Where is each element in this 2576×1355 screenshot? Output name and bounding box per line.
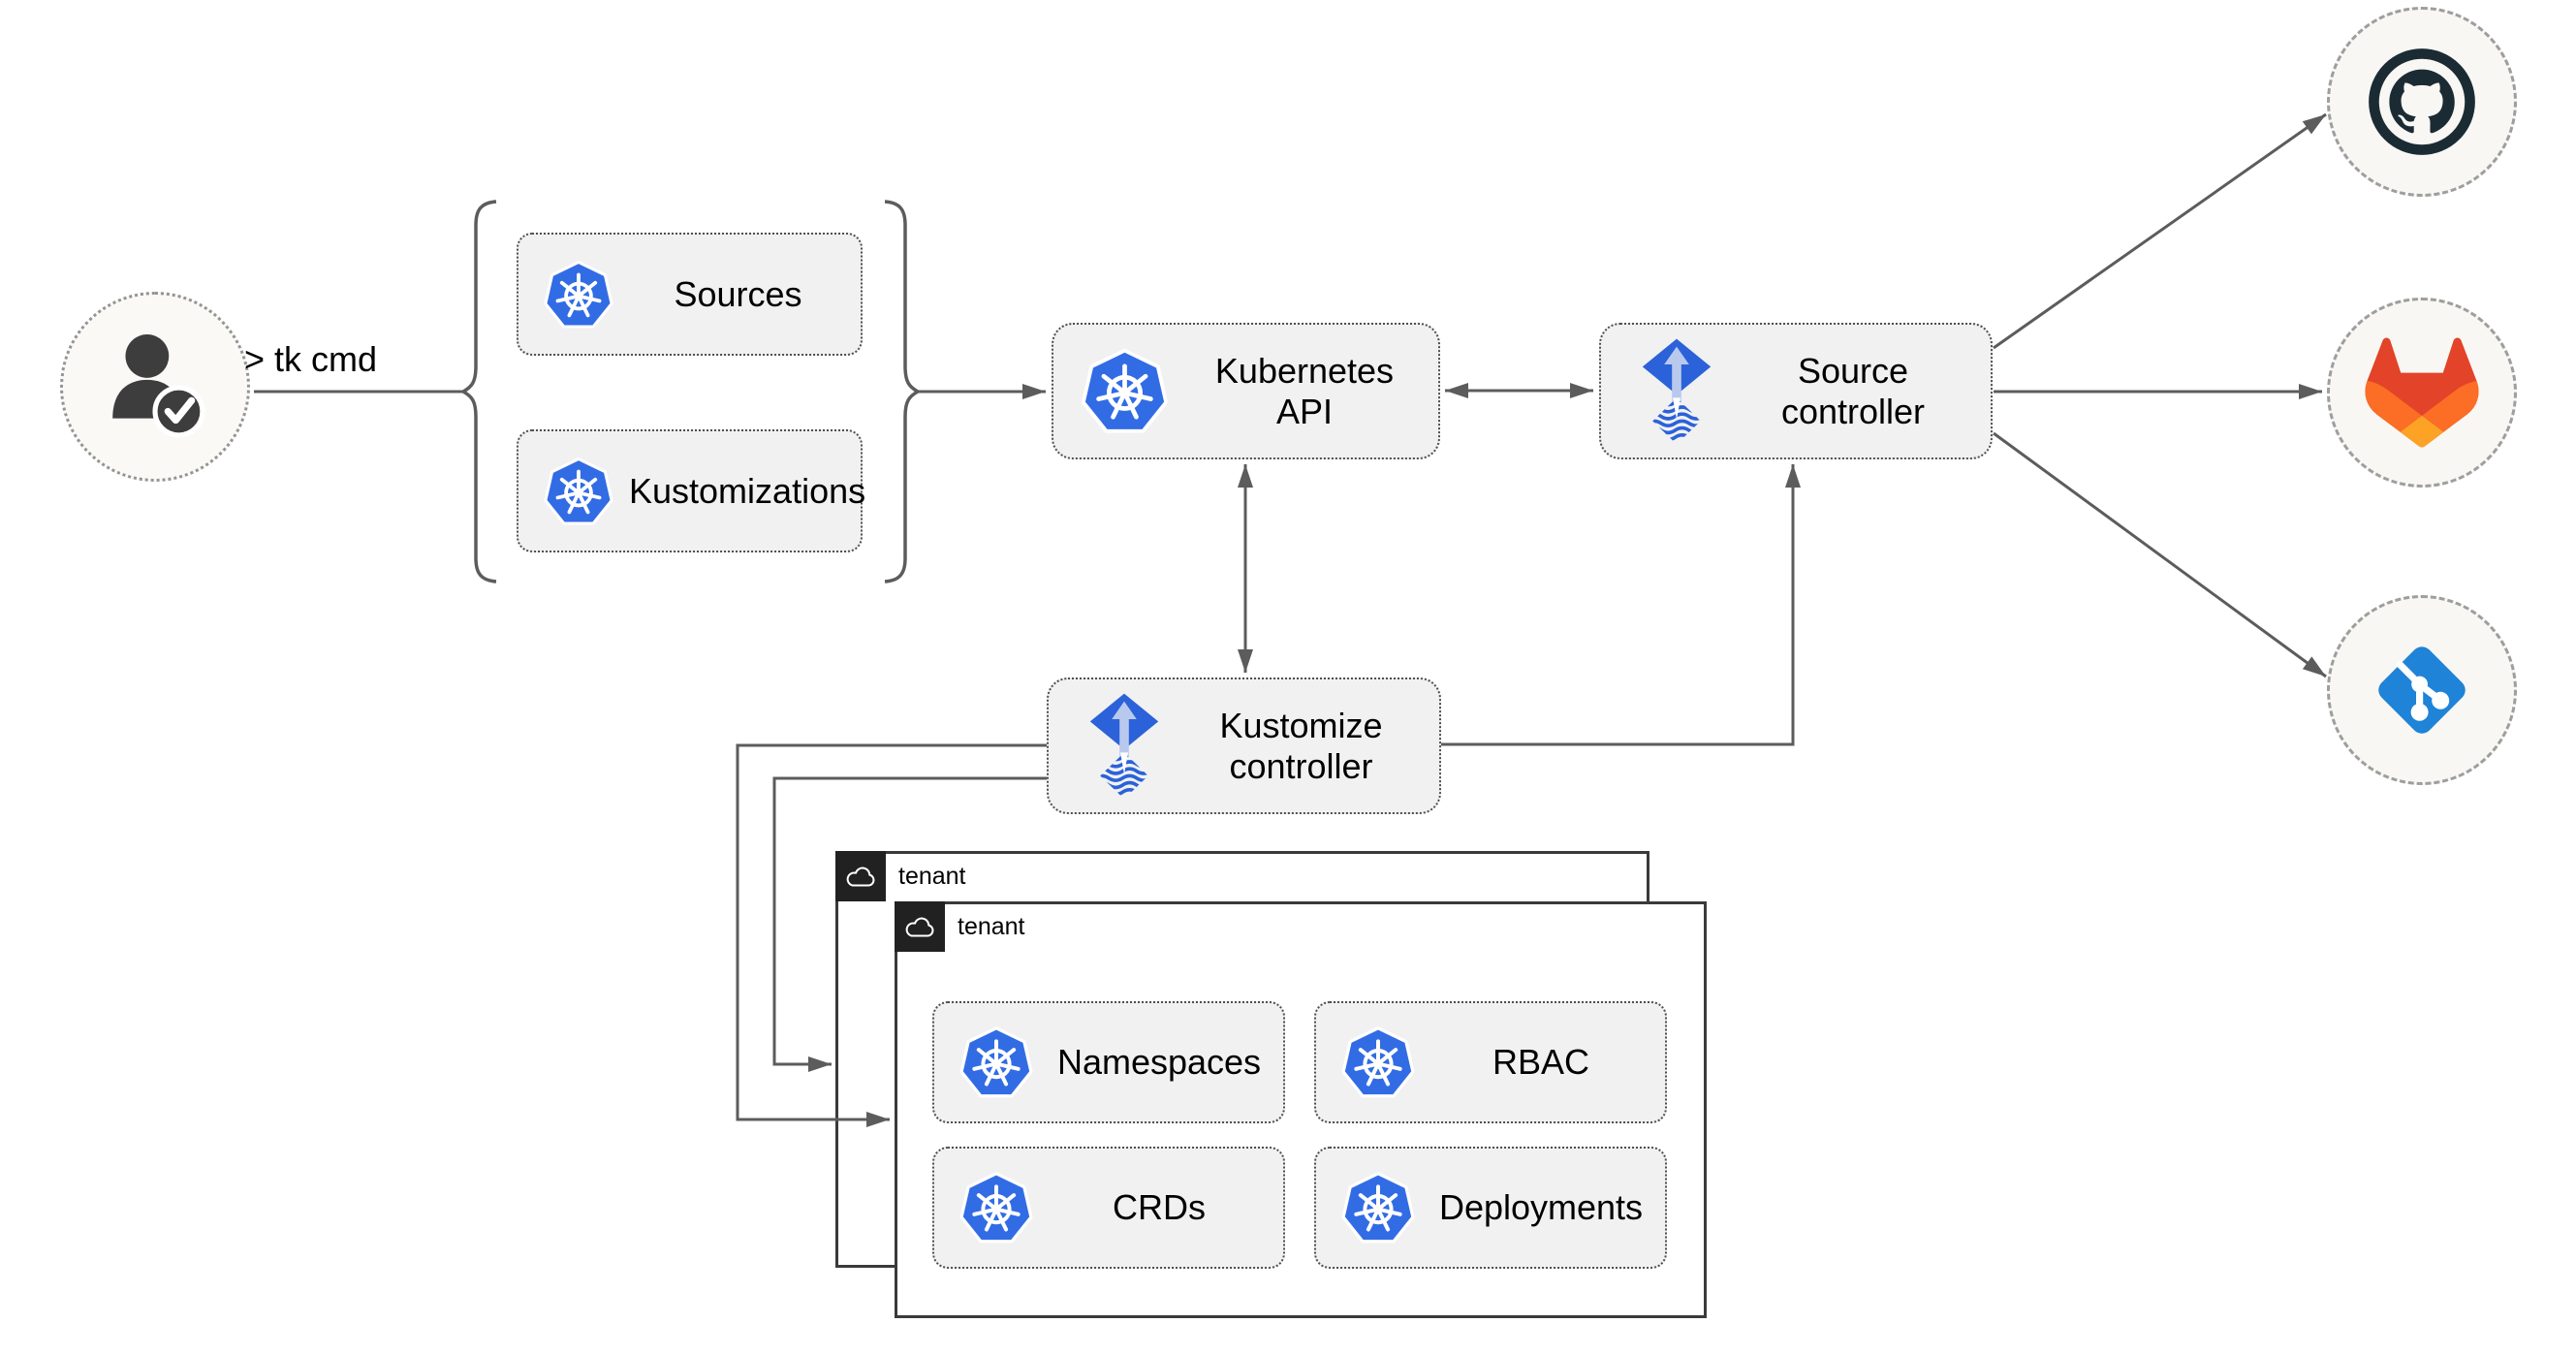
kubernetes-api-node: Kubernetes API — [1052, 323, 1440, 459]
user-avatar — [60, 292, 250, 482]
rbac-label: RBAC — [1492, 1042, 1590, 1083]
github-icon — [2365, 45, 2479, 159]
kubernetes-icon — [1339, 1169, 1417, 1246]
github-repo-circle — [2327, 7, 2517, 197]
source-controller-node: Source controller — [1599, 323, 1993, 459]
sources-label: Sources — [674, 273, 802, 314]
git-repo-circle — [2327, 595, 2517, 785]
crds-node: CRDs — [932, 1147, 1285, 1269]
flux-icon — [1638, 337, 1715, 446]
tenant-back-label: tenant — [898, 862, 966, 890]
tk-cmd-label: > tk cmd — [244, 339, 378, 379]
kustomizations-node: Kustomizations — [517, 429, 865, 552]
kustomizations-label: Kustomizations — [629, 470, 866, 511]
namespaces-label: Namespaces — [1056, 1042, 1262, 1083]
cloud-icon — [843, 864, 878, 890]
gitlab-icon — [2360, 331, 2484, 455]
kubernetes-icon — [1339, 1024, 1417, 1101]
tenant-back-header-tab — [835, 851, 886, 901]
tenant-box-front: tenant Namespaces RBAC CRDs Deployments — [895, 901, 1707, 1318]
kubernetes-icon — [958, 1024, 1035, 1101]
tenant-front-header-tab — [895, 901, 945, 952]
right-brace — [884, 200, 922, 583]
cloud-icon — [902, 914, 937, 940]
namespaces-node: Namespaces — [932, 1001, 1285, 1123]
kubernetes-icon — [542, 455, 615, 528]
kubernetes-icon — [958, 1169, 1035, 1246]
kubernetes-icon — [542, 258, 615, 331]
kubernetes-icon — [1079, 345, 1171, 437]
rbac-node: RBAC — [1314, 1001, 1667, 1123]
source-controller-label: Source controller — [1780, 351, 1926, 431]
source-to-git-arrow — [1993, 431, 2327, 678]
crds-label: CRDs — [1113, 1187, 1206, 1228]
gitlab-repo-circle — [2327, 298, 2517, 488]
deployments-label: Deployments — [1438, 1187, 1644, 1228]
left-brace — [459, 200, 497, 583]
source-to-github-arrow — [1993, 112, 2327, 350]
deployments-node: Deployments — [1314, 1147, 1667, 1269]
user-check-icon — [101, 332, 209, 441]
git-icon — [2364, 632, 2480, 748]
sources-node: Sources — [517, 233, 863, 356]
kustomize-controller-node: Kustomize controller — [1047, 678, 1441, 814]
kustomize-to-source-elbow-arrow — [1441, 464, 1801, 746]
kustomize-controller-label: Kustomize controller — [1219, 706, 1383, 786]
kubernetes-api-label: Kubernetes API — [1214, 351, 1395, 431]
tenant-front-label: tenant — [958, 912, 1025, 940]
flux-icon — [1085, 692, 1163, 801]
